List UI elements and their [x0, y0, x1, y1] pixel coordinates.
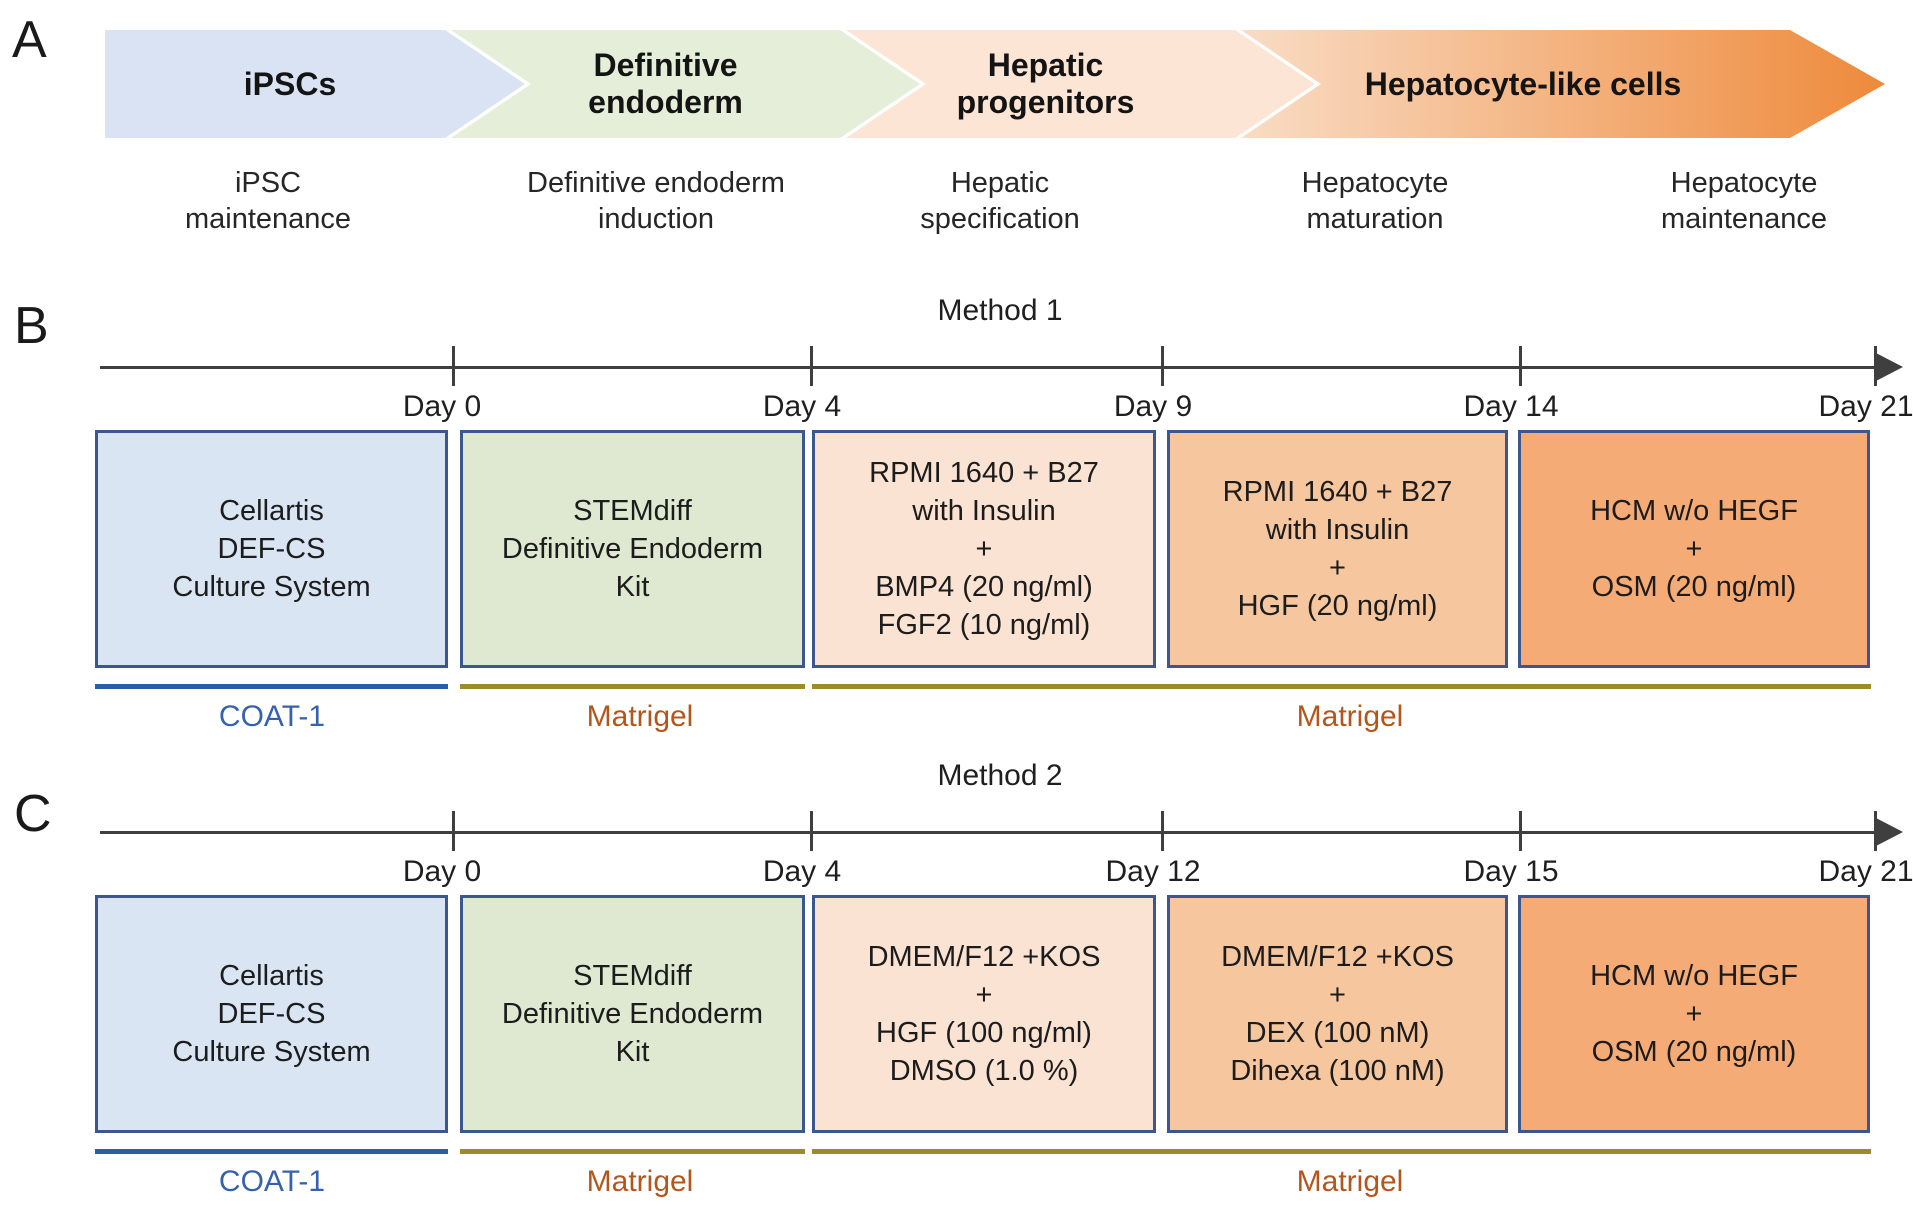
stage-label-hepatic-progenitors: Hepatic progenitors: [956, 47, 1135, 120]
coating-label-coat1: COAT-1: [218, 700, 326, 733]
panel-b-letter: B: [14, 297, 49, 355]
timeline-axis: [100, 831, 1880, 834]
day-label: Day 21: [1818, 390, 1913, 423]
method2-timeline-panel: Method 2 Day 0 Day 4 Day 12 Day 15 Day 2…: [90, 745, 1913, 1205]
coating-bar-matrigel: [460, 684, 805, 689]
stage-chevron-ipscs: iPSCs: [105, 30, 525, 138]
timeline-axis: [100, 366, 1880, 369]
medium-box-ipsc-maintenance: Cellartis DEF-CS Culture System: [95, 895, 448, 1133]
timeline-tick-day0: [452, 346, 455, 386]
day-label: Day 0: [402, 855, 482, 888]
medium-box-text: HCM w/o HEGF + OSM (20 ng/ml): [1590, 495, 1798, 603]
timeline-tick-day15: [1519, 811, 1522, 851]
medium-box-text: DMEM/F12 +KOS + HGF (100 ng/ml) DMSO (1.…: [867, 941, 1101, 1087]
day-label: Day 21: [1818, 855, 1913, 888]
timeline-tick-day21: [1874, 811, 1877, 851]
medium-box-ipsc-maintenance: Cellartis DEF-CS Culture System: [95, 430, 448, 668]
coating-bar-matrigel: [460, 1149, 805, 1154]
medium-box-text: RPMI 1640 + B27 with Insulin + HGF (20 n…: [1222, 476, 1453, 622]
method1-title: Method 1: [937, 294, 1063, 327]
medium-box-endoderm-induction: STEMdiff Definitive Endoderm Kit: [460, 895, 805, 1133]
medium-box-hepatocyte-maturation: RPMI 1640 + B27 with Insulin + HGF (20 n…: [1167, 430, 1508, 668]
timeline-tick-day9: [1161, 346, 1164, 386]
day-label: Day 4: [762, 855, 842, 888]
coating-label-matrigel: Matrigel: [586, 700, 694, 733]
panel-c-letter: C: [14, 785, 52, 843]
medium-box-text: Cellartis DEF-CS Culture System: [172, 495, 371, 603]
medium-box-text: STEMdiff Definitive Endoderm Kit: [501, 495, 764, 603]
timeline-arrowhead-icon: [1876, 353, 1903, 381]
medium-box-hepatic-specification: DMEM/F12 +KOS + HGF (100 ng/ml) DMSO (1.…: [812, 895, 1156, 1133]
method2-title: Method 2: [937, 759, 1063, 792]
timeline-tick-day4: [810, 346, 813, 386]
coating-label-coat1: COAT-1: [218, 1165, 326, 1198]
medium-box-hepatocyte-maturation: DMEM/F12 +KOS + DEX (100 nM) Dihexa (100…: [1167, 895, 1508, 1133]
coating-bar-coat1: [95, 1149, 448, 1154]
day-label: Day 12: [1105, 855, 1201, 888]
medium-box-text: Cellartis DEF-CS Culture System: [172, 960, 371, 1068]
day-label: Day 15: [1463, 855, 1559, 888]
stage-label-definitive-endoderm: Definitive endoderm: [588, 47, 743, 120]
phase-label-endoderm-induction: Definitive endoderm induction: [527, 167, 785, 235]
coating-bar-matrigel: [812, 684, 1871, 689]
coating-bar-coat1: [95, 684, 448, 689]
medium-box-text: HCM w/o HEGF + OSM (20 ng/ml): [1590, 960, 1798, 1068]
stage-chevron-hepatic-progenitors: Hepatic progenitors: [846, 30, 1315, 138]
medium-box-endoderm-induction: STEMdiff Definitive Endoderm Kit: [460, 430, 805, 668]
method1-timeline-panel: Method 1 Day 0 Day 4 Day 9 Day 14 Day 21…: [90, 280, 1913, 740]
phase-label-hepatic-specification: Hepatic specification: [920, 167, 1080, 235]
coating-bar-matrigel: [812, 1149, 1871, 1154]
phase-label-hepatocyte-maturation: Hepatocyte maturation: [1301, 167, 1449, 235]
day-label: Day 14: [1463, 390, 1559, 423]
panel-a-letter: A: [12, 11, 47, 69]
medium-box-text: RPMI 1640 + B27 with Insulin + BMP4 (20 …: [869, 457, 1099, 641]
coating-label-matrigel: Matrigel: [1296, 1165, 1404, 1198]
timeline-tick-day21: [1874, 346, 1877, 386]
stage-label-ipscs: iPSCs: [243, 65, 337, 102]
stage-label-hepatocyte-like-cells: Hepatocyte-like cells: [1364, 65, 1682, 102]
timeline-arrowhead-icon: [1876, 818, 1903, 846]
timeline-tick-day12: [1161, 811, 1164, 851]
medium-box-hepatocyte-maintenance: HCM w/o HEGF + OSM (20 ng/ml): [1518, 895, 1870, 1133]
day-label: Day 9: [1113, 390, 1193, 423]
phase-label-ipsc-maintenance: iPSC maintenance: [184, 167, 352, 235]
day-label: Day 0: [402, 390, 482, 423]
coating-label-matrigel: Matrigel: [586, 1165, 694, 1198]
differentiation-stage-arrow: iPSCs Definitive endoderm Hepatic progen…: [105, 30, 1885, 138]
medium-box-hepatic-specification: RPMI 1640 + B27 with Insulin + BMP4 (20 …: [812, 430, 1156, 668]
medium-box-text: STEMdiff Definitive Endoderm Kit: [501, 960, 764, 1068]
timeline-tick-day0: [452, 811, 455, 851]
medium-box-text: DMEM/F12 +KOS + DEX (100 nM) Dihexa (100…: [1221, 941, 1454, 1087]
phase-label-hepatocyte-maintenance: Hepatocyte maintenance: [1660, 167, 1828, 235]
coating-label-matrigel: Matrigel: [1296, 700, 1404, 733]
stage-chevron-hepatocyte-like-cells: Hepatocyte-like cells: [1241, 30, 1885, 138]
timeline-tick-day14: [1519, 346, 1522, 386]
day-label: Day 4: [762, 390, 842, 423]
timeline-tick-day4: [810, 811, 813, 851]
medium-box-hepatocyte-maintenance: HCM w/o HEGF + OSM (20 ng/ml): [1518, 430, 1870, 668]
